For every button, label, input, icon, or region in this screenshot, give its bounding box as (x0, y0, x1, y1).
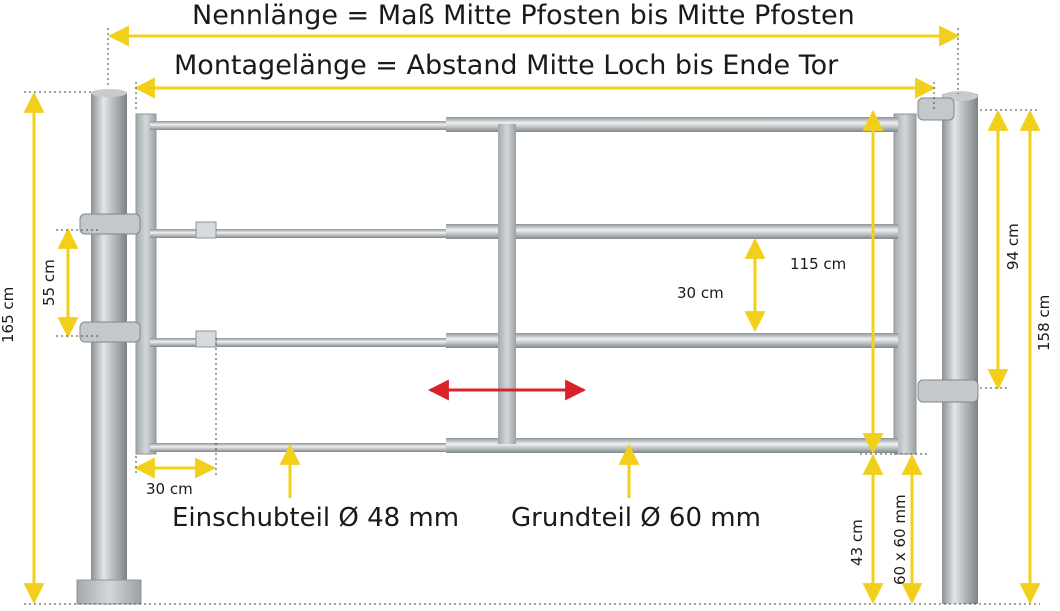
hinge-spacing-label: 55 cm (40, 259, 58, 306)
latch-spacing-label: 94 cm (1004, 223, 1022, 270)
left-post (76, 89, 142, 605)
hinge-brackets (79, 97, 979, 403)
nominal-length-title: Nennlänge = Maß Mitte Pfosten bis Mitte … (192, 0, 855, 31)
right-post-height-label: 158 cm (1035, 294, 1053, 351)
insert-part-label: Einschubteil Ø 48 mm (172, 503, 460, 533)
right-post (942, 91, 978, 604)
gate-height-label: 115 cm (790, 255, 847, 273)
frame-profile-label: 60 x 60 mm (891, 494, 909, 585)
extension-lines (24, 28, 1040, 605)
gate-rails (150, 117, 898, 453)
rail-spacing-label: 30 cm (677, 284, 724, 302)
overlap-length-label: 30 cm (146, 480, 193, 498)
mounting-length-title: Montagelänge = Abstand Mitte Loch bis En… (174, 50, 839, 81)
left-end-frame (135, 113, 157, 455)
left-post-height-label: 165 cm (0, 286, 17, 343)
dimension-lines (23, 25, 1041, 605)
base-part-label: Grundteil Ø 60 mm (511, 503, 761, 533)
ground-clearance-label: 43 cm (848, 519, 866, 566)
right-end-frame (893, 113, 917, 455)
